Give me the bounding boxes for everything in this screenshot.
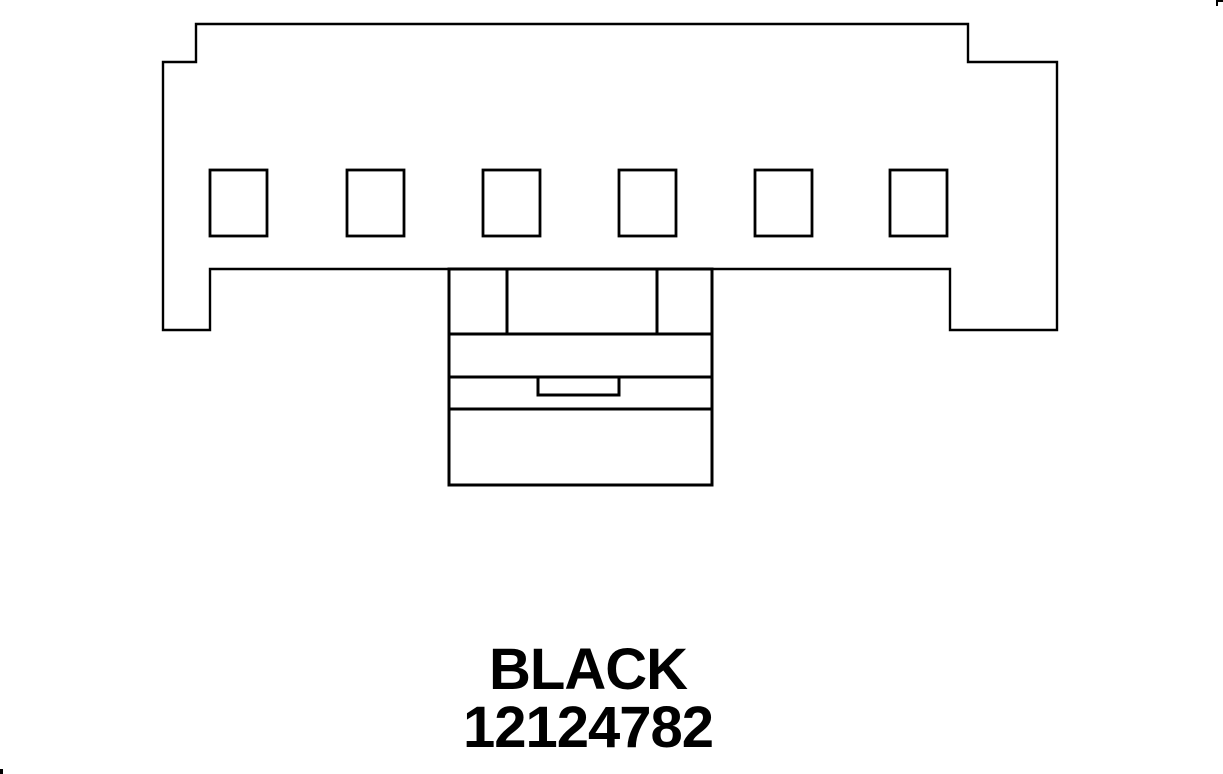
pin-cavity-6 [888,168,949,238]
pin-cavity-4 [617,168,678,238]
connector-body-outline [161,22,1059,332]
pin-cavity-3 [481,168,542,238]
pin-cavity-1 [208,168,269,238]
latch-notch [536,375,621,397]
pin-cavity-2 [345,168,406,238]
connector-color-label: BLACK [489,637,688,702]
pin-cavity-5 [753,168,814,238]
edge-artifact-mark-top-right [1216,0,1223,6]
part-number-label: 12124782 [462,695,714,760]
edge-artifact-mark-bottom-left [0,769,3,774]
caption-block: BLACK 12124782 [462,637,714,760]
